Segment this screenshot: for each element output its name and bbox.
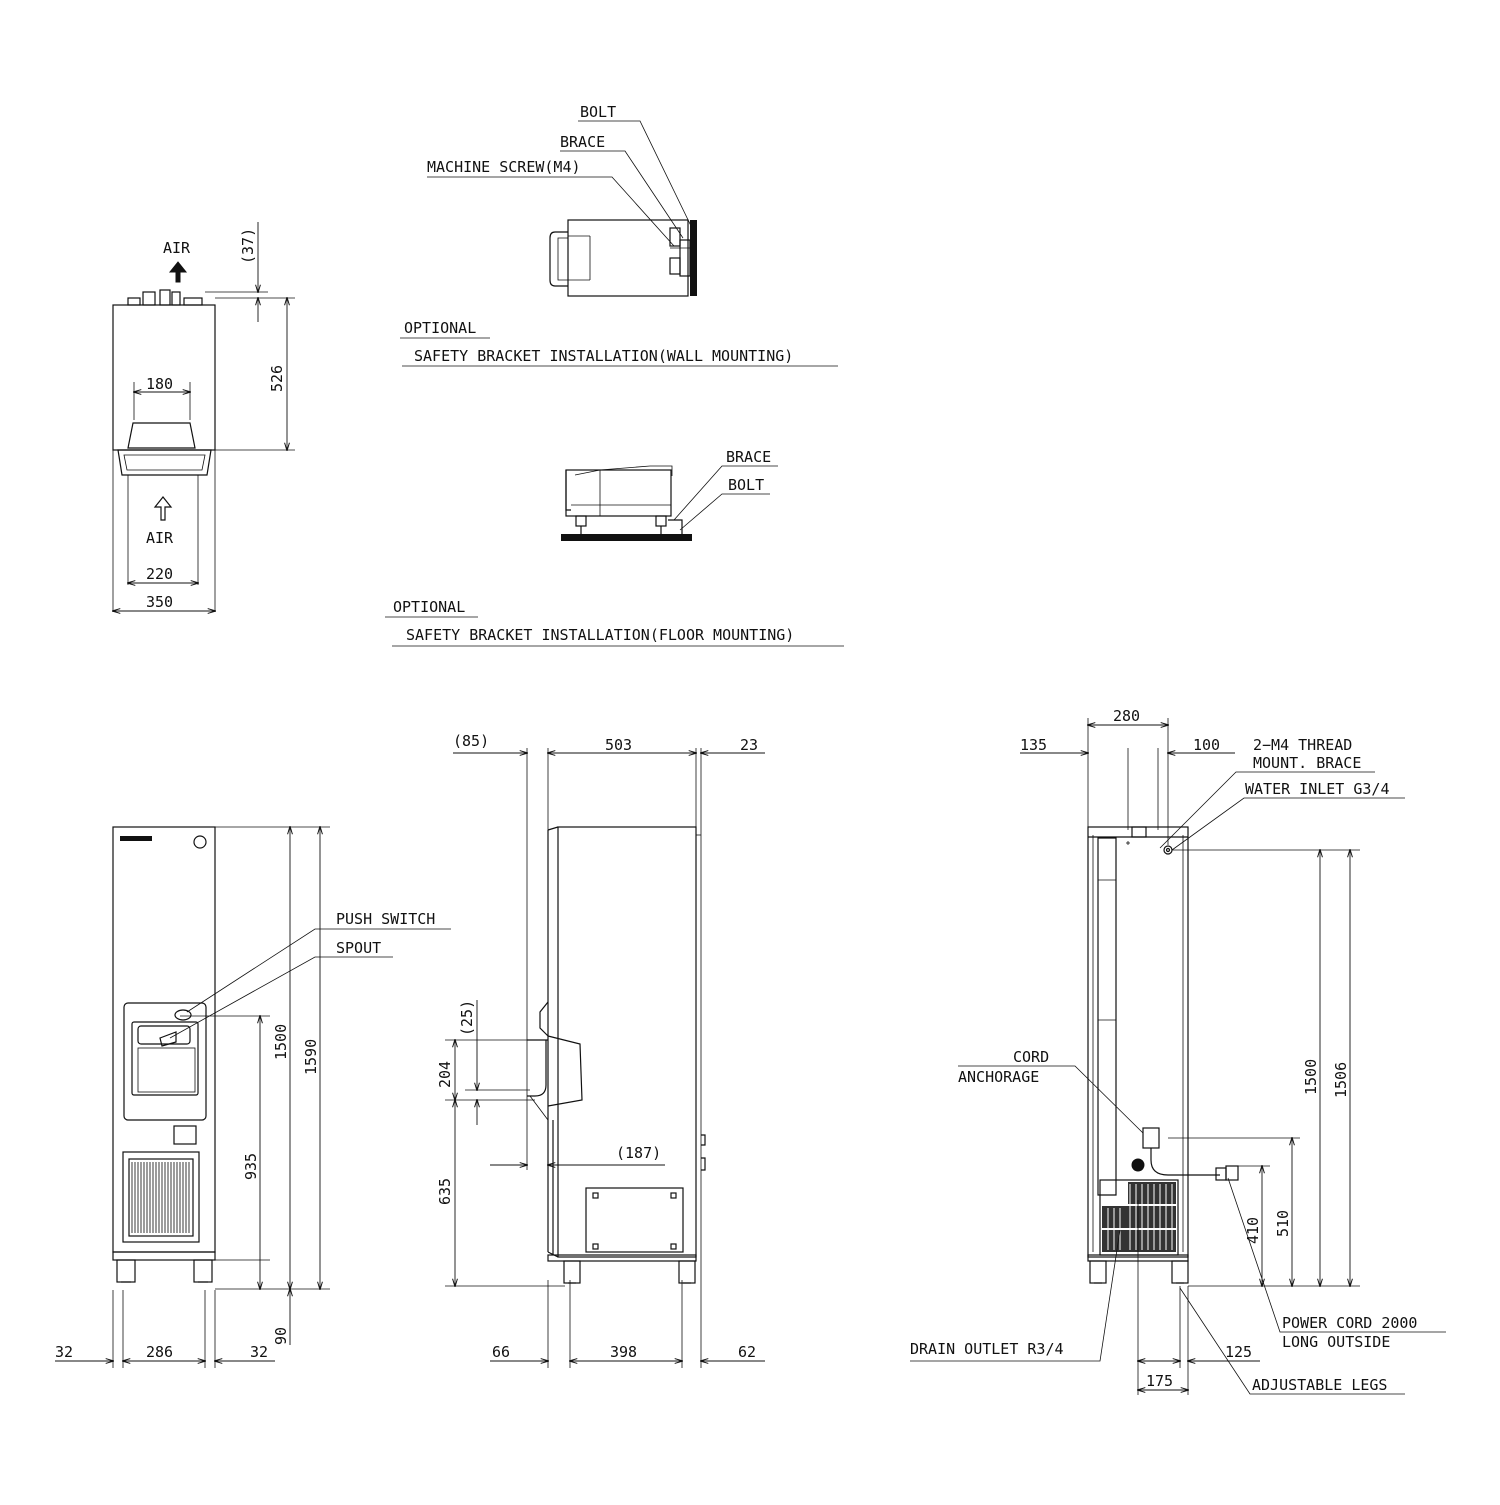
front-dim-1590-label: 1590 — [302, 1039, 320, 1075]
side-dim-204-label: 204 — [436, 1061, 454, 1088]
air-in-label: AIR — [146, 529, 174, 547]
rear-dim-135-label: 135 — [1020, 736, 1047, 754]
front-dim-32-left-label: 32 — [55, 1343, 73, 1361]
rear-dim-410-label: 410 — [1244, 1217, 1262, 1244]
long-outside-label: LONG OUTSIDE — [1282, 1333, 1390, 1351]
dim-526-label: 526 — [268, 365, 286, 392]
air-in-arrow-icon — [153, 496, 173, 521]
m4-thread-label: 2−M4 THREAD — [1253, 736, 1352, 754]
front-view: PUSH SWITCH SPOUT 935 1500 1590 90 32 28… — [55, 827, 451, 1368]
push-switch-label: PUSH SWITCH — [336, 910, 435, 928]
spout-label: SPOUT — [336, 939, 381, 957]
rear-dim-1500-label: 1500 — [1302, 1059, 1320, 1095]
side-dim-635-label: 635 — [436, 1178, 454, 1205]
side-view: (85) 503 23 204 (25) 635 (187) 66 398 62 — [436, 732, 765, 1368]
floor-mounting-title: SAFETY BRACKET INSTALLATION(FLOOR MOUNTI… — [406, 626, 794, 644]
front-dim-286-label: 286 — [146, 1343, 173, 1361]
dim-37-label: (37) — [239, 228, 257, 264]
floor-optional-label: OPTIONAL — [393, 598, 465, 616]
dim-180-label: 180 — [146, 375, 173, 393]
air-out-arrow-icon — [168, 261, 188, 283]
dim-350-label: 350 — [146, 593, 173, 611]
front-dim-935-label: 935 — [242, 1153, 260, 1180]
side-dim-85-label: (85) — [453, 732, 489, 750]
mount-brace-label: MOUNT. BRACE — [1253, 754, 1361, 772]
rear-dim-100-label: 100 — [1193, 736, 1220, 754]
rear-dim-1506-label: 1506 — [1332, 1062, 1350, 1098]
front-dim-90-label: 90 — [272, 1327, 290, 1345]
air-out-label: AIR — [163, 239, 191, 257]
side-dim-62-label: 62 — [738, 1343, 756, 1361]
adjustable-legs-label: ADJUSTABLE LEGS — [1252, 1376, 1387, 1394]
wall-brace-label: BRACE — [560, 133, 605, 151]
rear-dim-280-label: 280 — [1113, 707, 1140, 725]
side-dim-398-label: 398 — [610, 1343, 637, 1361]
front-dim-32-right-label: 32 — [250, 1343, 268, 1361]
wall-mounting-view: BOLT BRACE MACHINE SCREW(M4) OPTIONAL SA… — [400, 103, 838, 367]
wall-machine-screw-label: MACHINE SCREW(M4) — [427, 158, 581, 176]
drain-outlet-label: DRAIN OUTLET R3/4 — [910, 1340, 1064, 1358]
rear-dim-510-label: 510 — [1274, 1210, 1292, 1237]
rear-view: 280 135 100 2−M4 THREAD MOUNT. BRACE WAT… — [910, 707, 1446, 1395]
rear-dim-125-label: 125 — [1225, 1343, 1252, 1361]
water-inlet-label: WATER INLET G3/4 — [1245, 780, 1390, 798]
front-grille — [131, 1162, 190, 1233]
rear-dim-175-label: 175 — [1146, 1372, 1173, 1390]
rear-grille — [1102, 1182, 1176, 1252]
side-dim-187-label: (187) — [616, 1144, 661, 1162]
side-dim-66-label: 66 — [492, 1343, 510, 1361]
top-view: AIR AIR 180 220 350 (37) — [113, 222, 295, 612]
floor-brace-label: BRACE — [726, 448, 771, 466]
side-dim-23-label: 23 — [740, 736, 758, 754]
front-dim-1500-label: 1500 — [272, 1024, 290, 1060]
anchorage-label: ANCHORAGE — [958, 1068, 1039, 1086]
power-cord-label: POWER CORD 2000 — [1282, 1314, 1417, 1332]
floor-bolt-label: BOLT — [728, 476, 764, 494]
side-dim-503-label: 503 — [605, 736, 632, 754]
floor-mounting-view: BRACE BOLT OPTIONAL SAFETY BRACKET INSTA… — [385, 448, 844, 647]
cord-label: CORD — [1013, 1048, 1049, 1066]
wall-optional-label: OPTIONAL — [404, 319, 476, 337]
wall-bolt-label: BOLT — [580, 103, 616, 121]
wall-mounting-title: SAFETY BRACKET INSTALLATION(WALL MOUNTIN… — [414, 347, 793, 365]
dim-220-label: 220 — [146, 565, 173, 583]
side-dim-25-label: (25) — [458, 1000, 476, 1036]
